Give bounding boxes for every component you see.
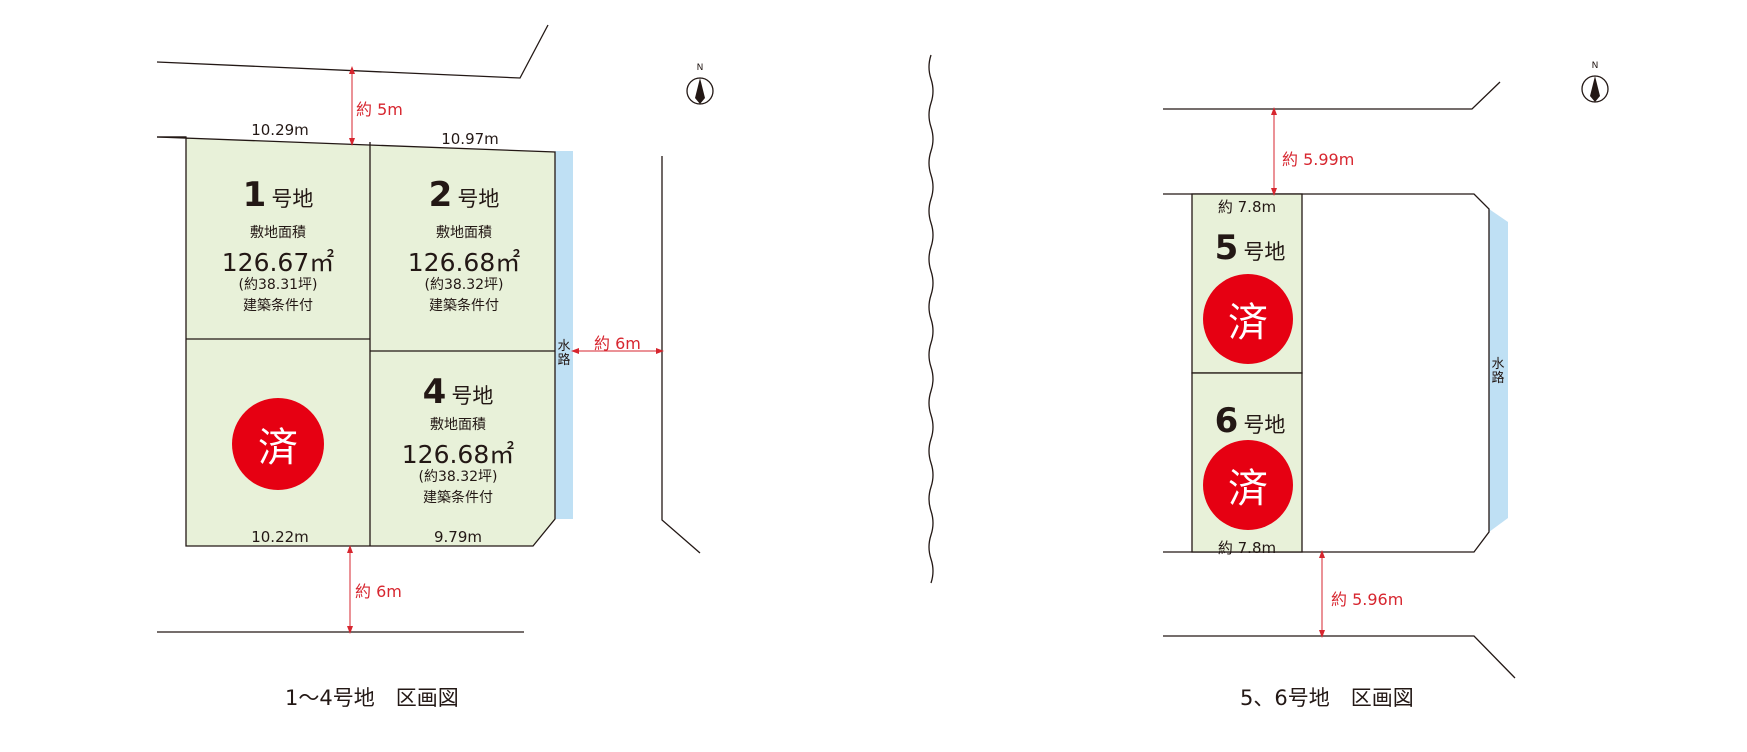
- lot-5-suffix: 号地: [1243, 240, 1286, 264]
- road-north-width-right: 約 5.99m: [1282, 150, 1355, 169]
- lot-4-number: 4: [422, 372, 447, 412]
- road-south-width-right: 約 5.96m: [1331, 590, 1404, 609]
- lot-1-tsubo: (約38.31坪): [238, 277, 318, 293]
- compass-right-label: N: [1591, 61, 1599, 71]
- lot-4-area: 126.68㎡: [401, 440, 515, 469]
- lot-6-suffix: 号地: [1243, 413, 1286, 437]
- lot-6-title: 6 号地: [1215, 401, 1286, 441]
- lot-2-tsubo: (約38.32坪): [424, 277, 504, 293]
- lot-2-suffix: 号地: [457, 187, 500, 211]
- road-south-width: 約 6m: [355, 582, 402, 601]
- lot-1-condition: 建築条件付: [243, 298, 313, 314]
- lot-6-sold-stamp: 済: [1203, 440, 1293, 530]
- dim-bottom-right: 9.79m: [433, 528, 483, 546]
- lot-4-suffix: 号地: [451, 384, 494, 408]
- left-waterway-label: 水路: [557, 339, 571, 368]
- road-north-width: 約 5m: [356, 100, 403, 119]
- lot-1-number: 1: [242, 175, 267, 215]
- compass-right-icon: [1581, 75, 1609, 103]
- lot-2-area: 126.68㎡: [407, 248, 521, 277]
- lot-1-area: 126.67㎡: [221, 248, 335, 277]
- compass-left-icon: [686, 77, 714, 105]
- lot-2-number: 2: [428, 175, 453, 215]
- dim-lot5-top: 約 7.8m: [1217, 198, 1277, 216]
- lot-6-number: 6: [1214, 401, 1239, 441]
- lot-5-number: 5: [1214, 228, 1239, 268]
- plan-divider: [928, 54, 934, 584]
- dim-top-left: 10.29m: [251, 121, 309, 139]
- lot-1-area-label: 敷地面積: [250, 225, 306, 241]
- lot-4-tsubo: (約38.32坪): [418, 469, 498, 485]
- lot-2-area-label: 敷地面積: [436, 225, 492, 241]
- dim-top-right: 10.97m: [441, 130, 499, 148]
- left-plan-caption: 1～4号地 区画図: [285, 686, 459, 710]
- dim-lot6-bottom: 約 7.8m: [1217, 539, 1277, 557]
- road-east-width: 約 6m: [594, 334, 641, 353]
- right-waterway-label: 水路: [1491, 357, 1505, 386]
- right-plan-caption: 5、6号地 区画図: [1240, 686, 1414, 710]
- lot-1-suffix: 号地: [271, 187, 314, 211]
- lot-4-area-label: 敷地面積: [430, 417, 486, 433]
- lot-3-sold-stamp: 済: [232, 398, 324, 490]
- compass-left-label: N: [696, 63, 704, 73]
- left-plan-lines: [156, 24, 701, 634]
- lot-4-condition: 建築条件付: [423, 490, 493, 506]
- lot-5-sold-stamp: 済: [1203, 274, 1293, 364]
- left-waterway: [555, 151, 573, 519]
- lot-5-title: 5 号地: [1215, 228, 1286, 268]
- right-waterway: [1489, 209, 1508, 532]
- dim-bottom-left: 10.22m: [251, 528, 309, 546]
- lot-2-condition: 建築条件付: [429, 298, 499, 314]
